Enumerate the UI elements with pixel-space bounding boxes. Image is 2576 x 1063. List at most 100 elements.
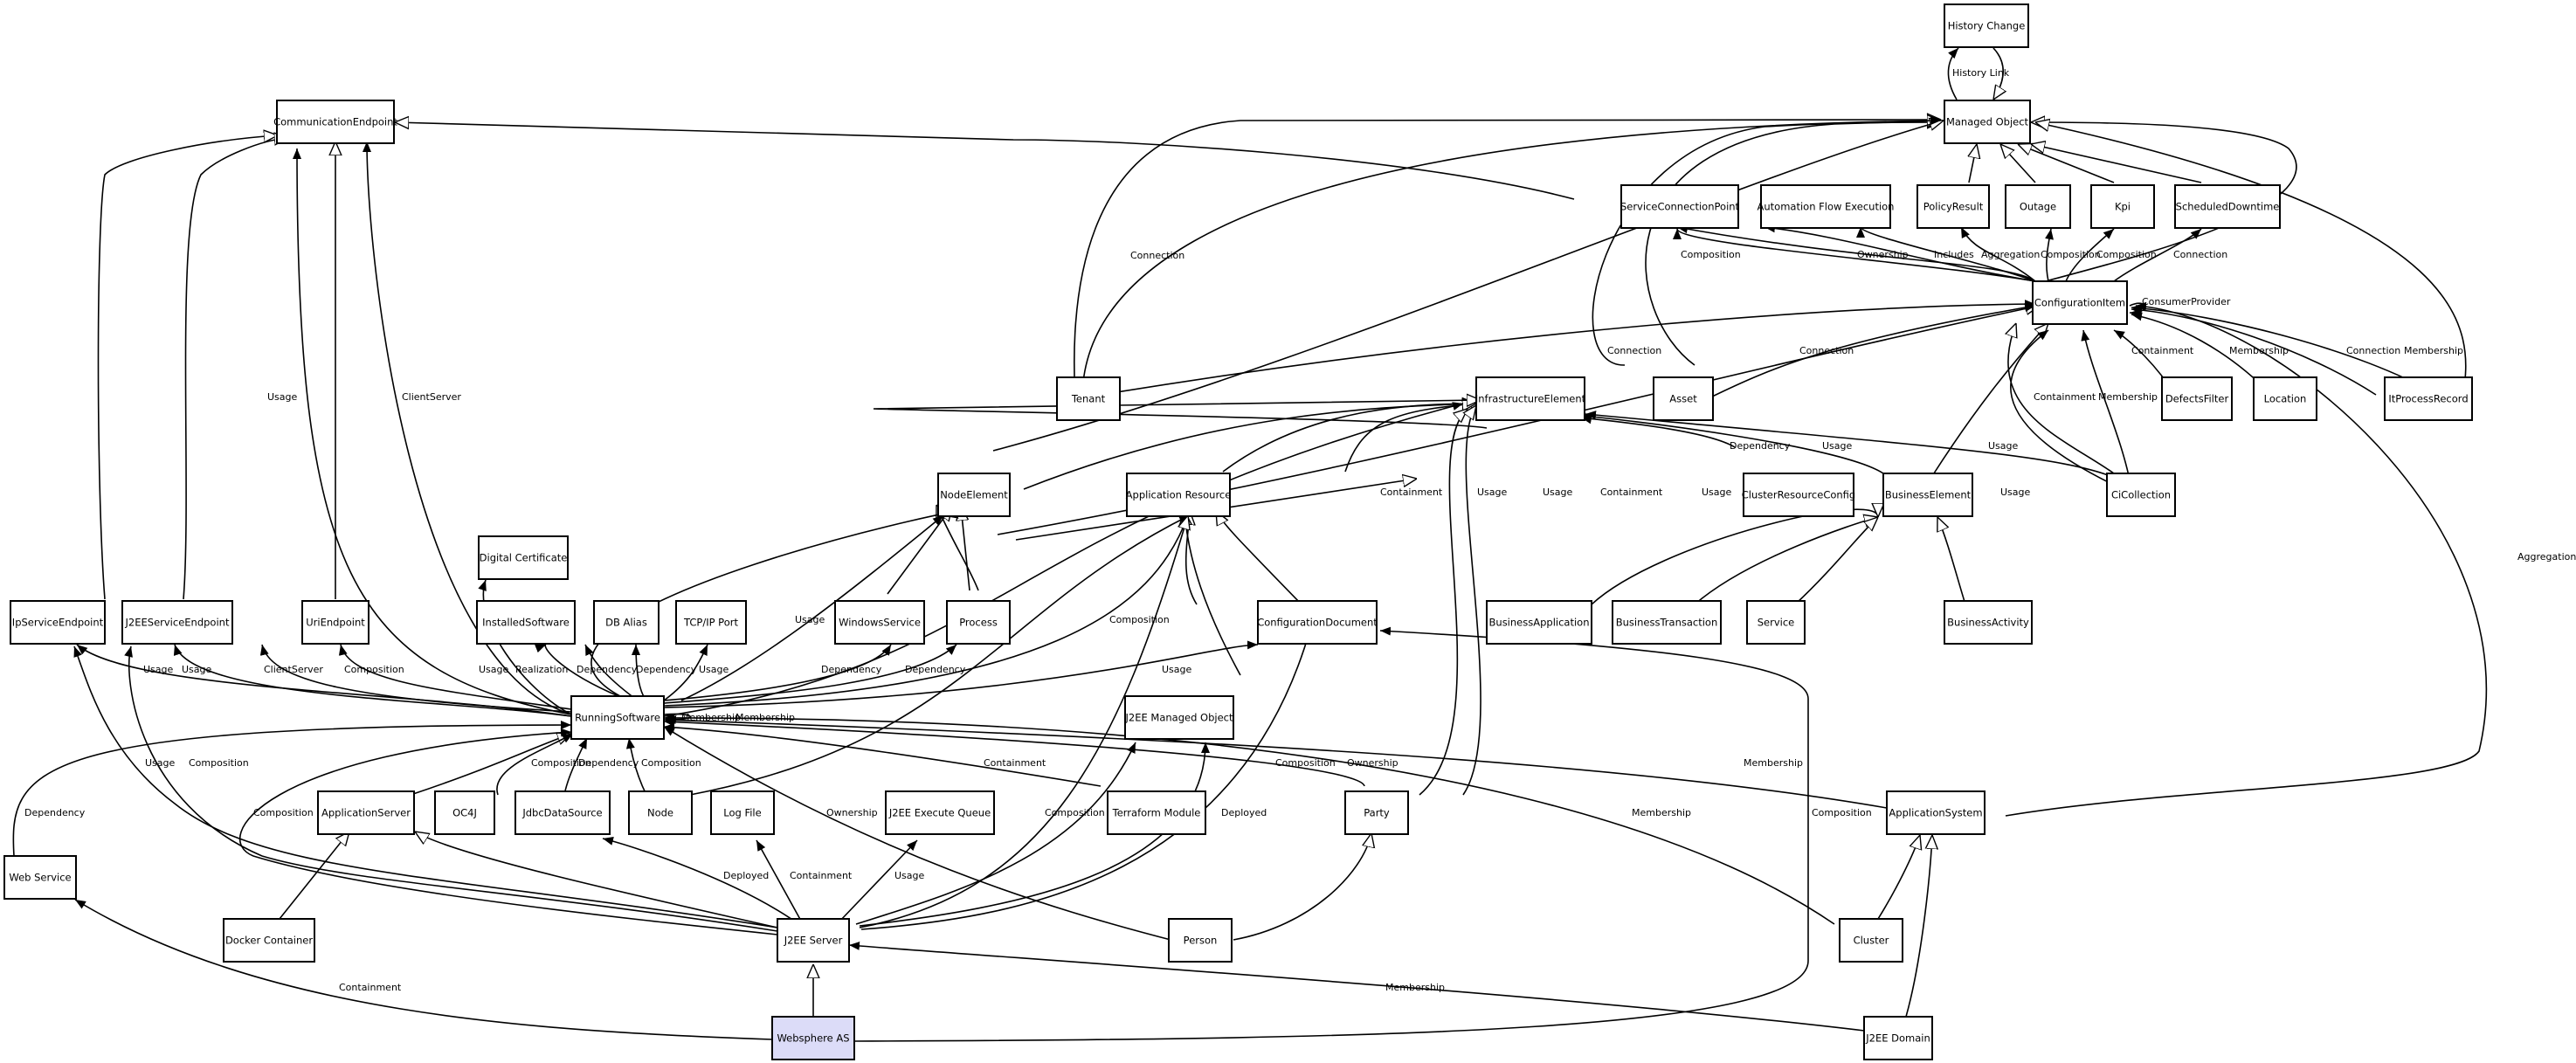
edge-label: Composition: [1812, 807, 1872, 818]
node-windows-service[interactable]: WindowsService: [834, 600, 925, 645]
node-service-connection-point[interactable]: ServiceConnectionPoint: [1620, 184, 1740, 229]
node-person[interactable]: Person: [1168, 918, 1233, 963]
node-j2ee-execute-queue[interactable]: J2EE Execute Queue: [885, 790, 995, 835]
node-service[interactable]: Service: [1746, 600, 1806, 645]
node-uri-endpoint[interactable]: UriEndpoint: [301, 600, 369, 645]
node-configuration-document[interactable]: ConfigurationDocument: [1257, 600, 1378, 645]
node-business-activity[interactable]: BusinessActivity: [1944, 600, 2033, 645]
svg-text:Docker Container: Docker Container: [225, 935, 313, 947]
edge-label: Composition: [531, 757, 591, 769]
edge-label: Ownership: [1857, 249, 1909, 260]
node-location[interactable]: Location: [2253, 376, 2317, 421]
edge-label: Ownership: [1347, 757, 1398, 769]
node-digital-certificate[interactable]: Digital Certificate: [478, 535, 569, 580]
node-running-software[interactable]: RunningSoftware: [570, 695, 665, 740]
edge-label: Membership: [1744, 757, 1803, 769]
edge-label: Usage: [145, 757, 176, 769]
node-j2ee-server[interactable]: J2EE Server: [777, 918, 850, 963]
node-it-process-record[interactable]: ItProcessRecord: [2384, 376, 2473, 421]
svg-text:Party: Party: [1364, 807, 1390, 819]
node-oc4j[interactable]: OC4J: [434, 790, 495, 835]
edge-label: Connection: [2346, 345, 2400, 356]
node-tenant[interactable]: Tenant: [1056, 376, 1121, 421]
node-history-change[interactable]: History Change: [1944, 3, 2029, 48]
node-kpi[interactable]: Kpi: [2090, 184, 2155, 229]
edge-label: Realization: [515, 664, 568, 675]
edge-label: Membership: [2404, 345, 2463, 356]
node-installed-software[interactable]: InstalledSoftware: [476, 600, 576, 645]
svg-text:BusinessTransaction: BusinessTransaction: [1616, 617, 1718, 629]
node-web-service[interactable]: Web Service: [3, 855, 77, 900]
node-scheduled-downtime[interactable]: ScheduledDowntime: [2174, 184, 2281, 229]
edge-label: Dependency: [578, 757, 639, 769]
svg-text:RunningSoftware: RunningSoftware: [575, 712, 660, 724]
edge-label: Usage: [479, 664, 509, 675]
node-j2ee-service-endpoint[interactable]: J2EEServiceEndpoint: [121, 600, 233, 645]
svg-text:ApplicationServer: ApplicationServer: [321, 807, 411, 819]
node-party[interactable]: Party: [1344, 790, 1409, 835]
svg-text:Asset: Asset: [1669, 393, 1697, 405]
svg-text:ScheduledDowntime: ScheduledDowntime: [2176, 201, 2280, 213]
node-business-application[interactable]: BusinessApplication: [1486, 600, 1592, 645]
edge-label: Usage: [182, 664, 212, 675]
node-managed-object[interactable]: Managed Object: [1944, 100, 2031, 144]
node-cluster-resource-config[interactable]: ClusterResourceConfig: [1742, 473, 1855, 517]
node-tcpip-port[interactable]: TCP/IP Port: [675, 600, 747, 645]
node-configuration-item[interactable]: ConfigurationItem: [2032, 280, 2128, 325]
edge-history-link: History Link: [1947, 47, 2010, 100]
node-node-element[interactable]: NodeElement: [937, 473, 1011, 517]
svg-text:NodeElement: NodeElement: [940, 489, 1008, 501]
node-jdbc-data-source[interactable]: JdbcDataSource: [515, 790, 611, 835]
edge-label: Containment: [2131, 345, 2194, 356]
node-business-element[interactable]: BusinessElement: [1882, 473, 1973, 517]
node-application-system[interactable]: ApplicationSystem: [1886, 790, 1986, 835]
svg-text:ItProcessRecord: ItProcessRecord: [2388, 393, 2468, 405]
svg-text:BusinessActivity: BusinessActivity: [1947, 617, 2029, 629]
edge-label: Membership: [1632, 807, 1691, 818]
edge-label: Dependency: [1730, 440, 1791, 452]
node-cluster[interactable]: Cluster: [1839, 918, 1903, 963]
edge-generalization: [97, 135, 336, 600]
edge-label: Usage: [1822, 440, 1853, 452]
edge-label: ClientServer: [264, 664, 323, 675]
node-communication-endpoint[interactable]: CommunicationEndpoint: [273, 100, 397, 144]
node-asset[interactable]: Asset: [1653, 376, 1714, 421]
node-application-resource[interactable]: Application Resource: [1126, 473, 1232, 517]
edge-label: Containment: [1600, 487, 1663, 498]
node-j2ee-managed-object[interactable]: J2EE Managed Object: [1124, 695, 1234, 740]
edge-label: Usage: [143, 664, 174, 675]
svg-text:UriEndpoint: UriEndpoint: [306, 617, 365, 629]
node-infrastructure-element[interactable]: InfrastructureElement: [1475, 376, 1586, 421]
edge-label: ClientServer: [402, 391, 461, 403]
node-business-transaction[interactable]: BusinessTransaction: [1612, 600, 1722, 645]
node-log-file[interactable]: Log File: [710, 790, 775, 835]
node-node[interactable]: Node: [628, 790, 693, 835]
node-application-server[interactable]: ApplicationServer: [317, 790, 415, 835]
edge-label: Connection: [1607, 345, 1661, 356]
svg-text:Process: Process: [959, 617, 998, 629]
svg-text:CommunicationEndpoint: CommunicationEndpoint: [273, 116, 397, 128]
edge-label: Membership: [736, 712, 795, 723]
edge-label: Composition: [344, 664, 404, 675]
node-j2ee-domain[interactable]: J2EE Domain: [1863, 1016, 1933, 1060]
node-db-alias[interactable]: DB Alias: [593, 600, 660, 645]
edge-label: Aggregation: [2517, 551, 2576, 563]
edge-label: Aggregation: [1981, 249, 2040, 260]
node-terraform-module[interactable]: Terraform Module: [1107, 790, 1206, 835]
svg-text:ApplicationSystem: ApplicationSystem: [1889, 807, 1982, 819]
edge-label: Ownership: [826, 807, 878, 818]
node-policy-result[interactable]: PolicyResult: [1916, 184, 1990, 229]
node-docker-container[interactable]: Docker Container: [223, 918, 315, 963]
svg-text:BusinessApplication: BusinessApplication: [1489, 617, 1590, 629]
node-ip-service-endpoint[interactable]: IpServiceEndpoint: [10, 600, 106, 645]
node-outage[interactable]: Outage: [2005, 184, 2071, 229]
svg-text:PolicyResult: PolicyResult: [1923, 201, 1984, 213]
edge-label: Containment: [339, 982, 402, 993]
node-websphere-as[interactable]: Websphere AS: [771, 1016, 855, 1060]
node-ci-collection[interactable]: CiCollection: [2106, 473, 2176, 517]
node-automation-flow-execution[interactable]: Automation Flow Execution: [1758, 184, 1895, 229]
svg-text:J2EE Domain: J2EE Domain: [1865, 1032, 1930, 1045]
node-defects-filter[interactable]: DefectsFilter: [2161, 376, 2233, 421]
node-process[interactable]: Process: [946, 600, 1011, 645]
edge-relationship: Usage Composition Composition Deployed C…: [73, 515, 1336, 935]
